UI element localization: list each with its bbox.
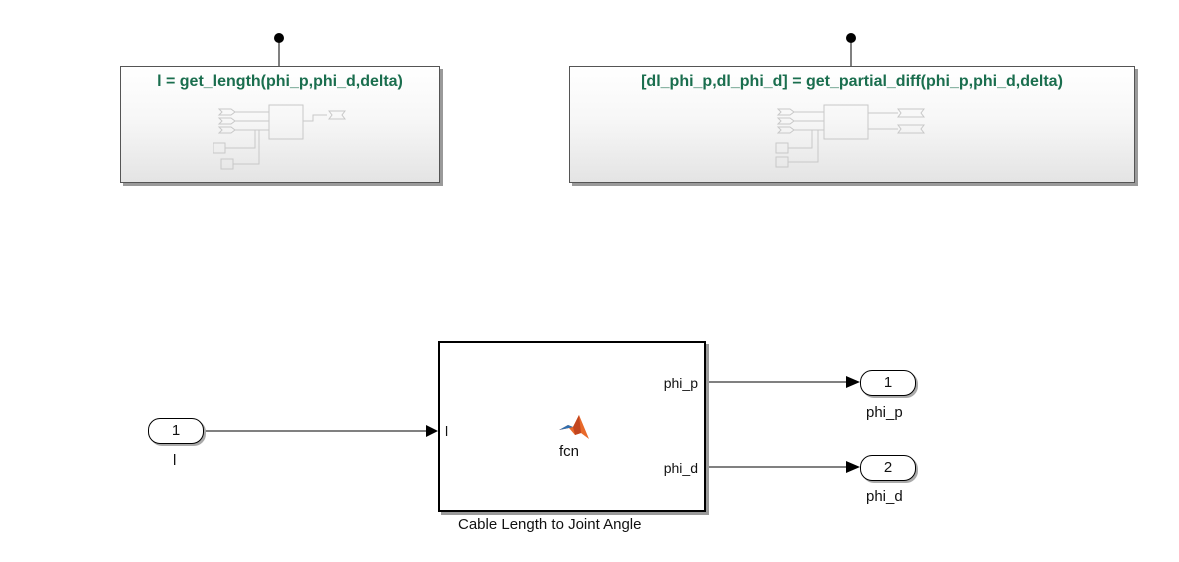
subsystem-preview-icon	[213, 104, 346, 170]
output-port-label-phi-d: phi_d	[663, 460, 698, 476]
get-length-title: l = get_length(phi_p,phi_d,delta)	[157, 73, 403, 90]
matlab-function-caption: Cable Length to Joint Angle	[458, 516, 642, 533]
input-port-label-l: l	[445, 423, 449, 439]
arrow-head-phi-p	[846, 376, 860, 388]
get-partial-diff-title: [dl_phi_p,dl_phi_d] = get_partial_diff(p…	[641, 73, 1063, 90]
get-length-block[interactable]: l = get_length(phi_p,phi_d,delta)	[120, 66, 440, 183]
get-partial-diff-block[interactable]: [dl_phi_p,dl_phi_d] = get_partial_diff(p…	[569, 66, 1135, 183]
matlab-logo-icon	[559, 415, 589, 439]
inport-1[interactable]: 1	[148, 418, 204, 444]
subsystem-preview-icon	[775, 104, 925, 168]
arrow-head-phi-d	[846, 461, 860, 473]
get-partial-diff-trigger-dot	[846, 33, 856, 43]
outport-2-number: 2	[883, 459, 893, 476]
output-port-label-phi-p: phi_p	[663, 375, 698, 391]
get-length-trigger-dot	[274, 33, 284, 43]
outport-1-name: phi_p	[866, 404, 903, 421]
block-function-name: fcn	[559, 443, 580, 460]
matlab-function-block[interactable]: l phi_p phi_d fcn	[438, 341, 706, 512]
inport-1-name: l	[173, 452, 177, 469]
outport-1-number: 1	[883, 374, 893, 391]
outport-2-name: phi_d	[866, 488, 903, 505]
arrow-head-l	[426, 425, 438, 437]
outport-2[interactable]: 2	[860, 455, 916, 481]
inport-1-number: 1	[171, 422, 181, 439]
outport-1[interactable]: 1	[860, 370, 916, 396]
